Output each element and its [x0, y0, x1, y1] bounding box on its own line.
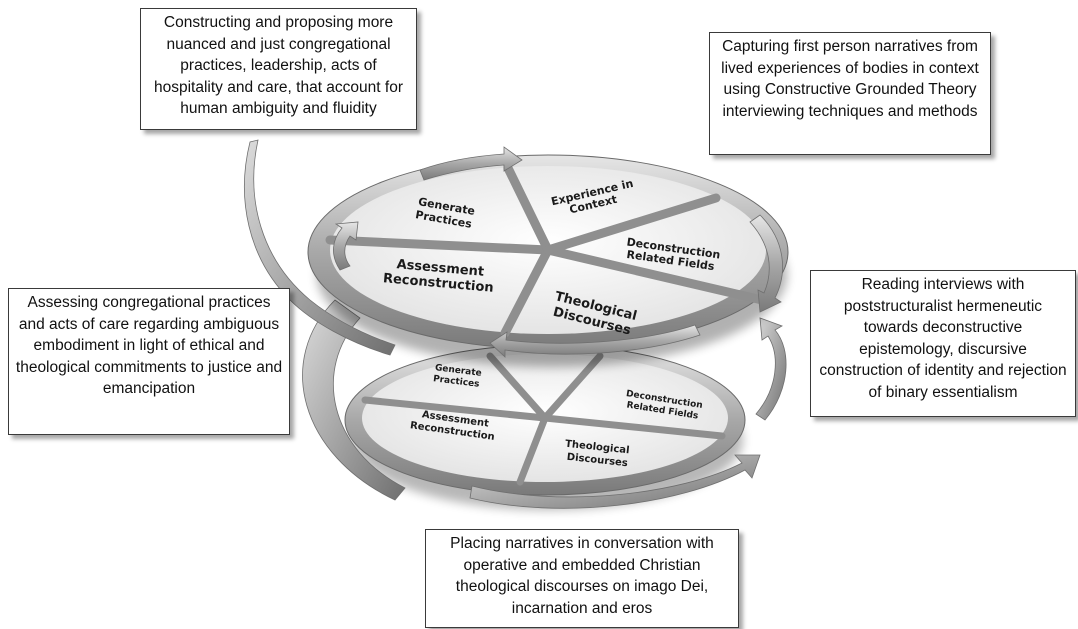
lower-sweep-arrow-left [302, 299, 406, 501]
upper-arrow-bottom [489, 324, 701, 358]
note-theological-discourses: Placing narratives in conversation with … [425, 529, 739, 628]
lower-sweep-arrow-bottom [469, 454, 761, 509]
note-generate-practices: Constructing and proposing more nuanced … [140, 8, 417, 130]
note-experience-in-context: Capturing first person narratives from l… [709, 32, 991, 155]
lower-sweep-arrow-right [755, 317, 787, 421]
upper-disk: Generate Practices Experience in Context… [307, 154, 789, 367]
note-assessment: Assessing congregational practices and a… [8, 288, 290, 435]
upper-arrow-left [333, 221, 359, 271]
upper-arrow-right [749, 214, 783, 313]
upper-disk-dividers [325, 163, 767, 338]
large-sweep-arrow [244, 139, 396, 356]
note-deconstruction: Reading interviews with poststructuralis… [810, 270, 1076, 417]
upper-arrow-top [419, 146, 523, 181]
lower-disk: Generate Practices Deconstruction Relate… [344, 344, 746, 510]
lower-disk-dividers [361, 352, 726, 486]
